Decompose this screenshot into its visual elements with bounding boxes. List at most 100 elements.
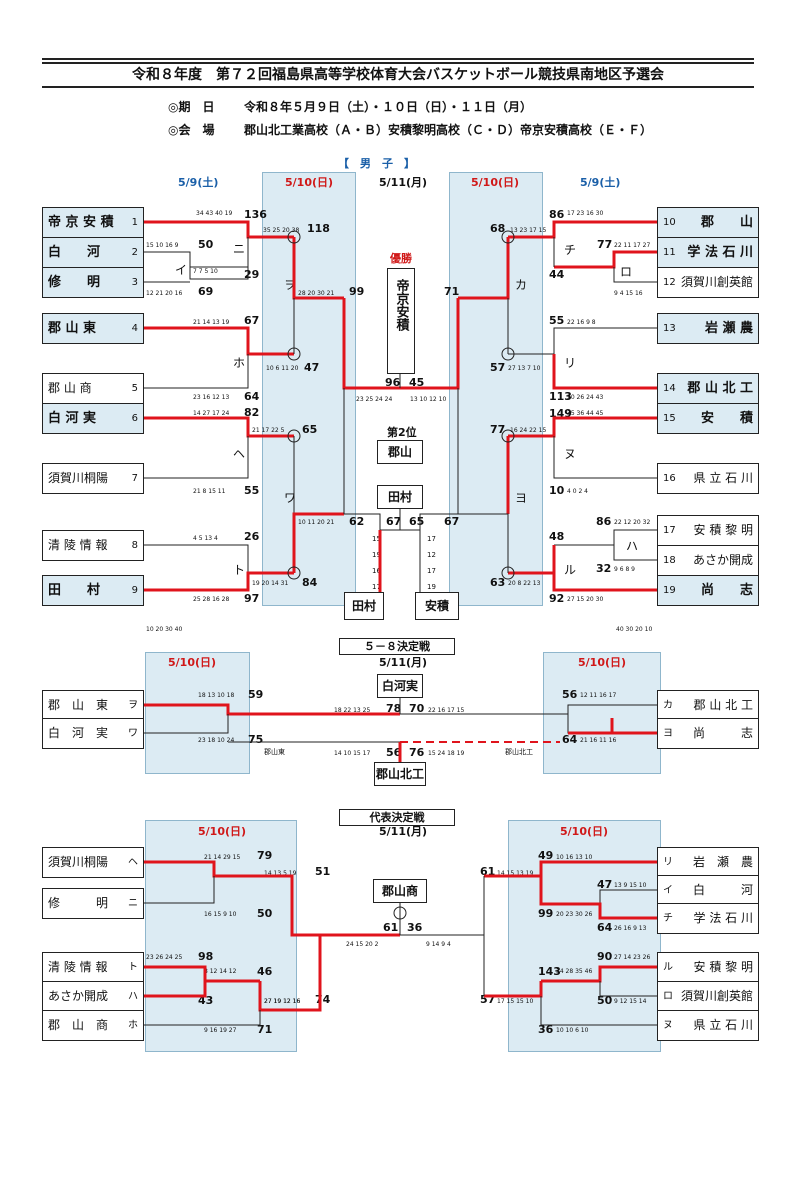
team-name: 須賀川桐陽 (48, 855, 109, 869)
bracket-line (260, 874, 320, 937)
team-name: 須賀川創英館 (680, 275, 753, 289)
q-10b: 13 23 17 15 (510, 227, 547, 234)
bracket-line (144, 416, 294, 438)
match-marker (287, 429, 301, 443)
s3-score-d: 98 (198, 950, 214, 963)
score-yo: 67 (444, 515, 460, 528)
date-d2-left: 5/10(日) (285, 176, 334, 189)
team-seed: ワ (128, 728, 138, 739)
bracket-line (400, 876, 485, 936)
q-7: 21 8 15 11 (193, 488, 226, 495)
team-seed: ニ (128, 898, 138, 909)
s2-q-h: 15 24 18 19 (428, 750, 465, 757)
q-15: 35 36 44 45 (567, 410, 604, 417)
match-label-ro: ロ (620, 265, 633, 279)
match-label-ru: ル (564, 563, 577, 577)
champion-name: 帝京安積 (393, 279, 409, 331)
q-wo: 28 20 30 21 (298, 290, 335, 297)
third-box-left: 田村 (344, 592, 384, 620)
q-wa: 10 11 20 21 (298, 519, 335, 526)
q-final-r: 13 10 12 10 (410, 396, 447, 403)
team-name: 田 村 (48, 583, 101, 598)
team-seed: 13 (663, 323, 676, 334)
score-5: 64 (244, 390, 260, 403)
team-seed: 9 (131, 585, 138, 596)
team-name: 白 河 実 (48, 726, 109, 740)
s2-q-d: 22 16 17 15 (428, 707, 465, 714)
team-seed: ル (663, 962, 673, 973)
bracket-line (508, 416, 657, 438)
score-6: 82 (244, 406, 260, 419)
s2-score-f: 64 (562, 733, 578, 746)
second-box: 郡山 (377, 440, 423, 464)
team-name: 須賀川桐陽 (48, 471, 109, 485)
bracket-line (508, 545, 556, 575)
match-label-ka: カ (515, 278, 528, 292)
bracket-line (258, 981, 292, 1012)
second-label: 第2位 (387, 426, 417, 439)
bracket-line (144, 251, 249, 280)
team-name: 須賀川創英館 (680, 989, 753, 1003)
bracket-line (190, 237, 249, 268)
bracket-line (552, 354, 657, 390)
s2-score-h: 76 (409, 746, 425, 759)
s3-left-team-4: 郡 山 商ホ (42, 1010, 144, 1041)
score-17b: 48 (549, 530, 565, 543)
date-d1-left: 5/9(土) (178, 176, 219, 189)
team-seed: 3 (131, 277, 138, 288)
s3-score-p: 90 (597, 950, 613, 963)
bracket-line (599, 981, 657, 997)
team-name: 清 陵 情 報 (48, 538, 108, 552)
score-wa: 62 (349, 515, 365, 528)
match-label-yo: ヨ (515, 491, 528, 505)
q-14b: 27 13 7 10 (508, 365, 541, 372)
score-13: 55 (549, 314, 565, 327)
s2-score-g: 56 (386, 746, 402, 759)
bracket-line (613, 545, 657, 561)
bracket-line (613, 267, 657, 283)
s3-score-j: 36 (407, 921, 423, 934)
q-9b: 19 20 14 31 (252, 580, 289, 587)
right-team-13: 岩 瀬 農 13 (657, 313, 759, 344)
q-12: 9 4 15 16 (614, 290, 643, 297)
s3-left-team-0: 須賀川桐陽ヘ (42, 847, 144, 878)
team-name: 岩 瀬 農 (704, 321, 753, 336)
team-name: 学 法 石 川 (693, 911, 753, 925)
q-19: 27 15 20 30 (567, 596, 604, 603)
gender-label: 【 男 子 】 (338, 157, 415, 170)
bracket-line (144, 354, 249, 389)
team-name: 白 河 (48, 245, 101, 260)
team-name: 郡 山 北 工 (687, 381, 753, 396)
date-d1-right: 5/9(土) (580, 176, 621, 189)
team-seed: カ (663, 700, 673, 711)
score-ka: 71 (444, 285, 460, 298)
team-name: 郡 山 東 (48, 698, 109, 712)
s3-left-team-3: あさか開成ハ (42, 981, 144, 1012)
q-18: 9 6 8 9 (614, 566, 635, 573)
s3-right-team-3: 安 積 黎 明ル (657, 952, 759, 983)
team-seed: 12 (663, 277, 676, 288)
bracket-line (552, 573, 657, 592)
s2-left-team-0: 郡 山 東ヲ (42, 690, 144, 721)
s2-score-c: 78 (386, 702, 402, 715)
match-marker (501, 347, 515, 361)
s2-left-team-1: 白 河 実ワ (42, 718, 144, 749)
venue-value: 郡山北工業高校（Ａ・Ｂ）安積黎明高校（Ｃ・Ｄ）帝京安積高校（Ｅ・Ｆ） (244, 123, 653, 137)
s3-title: 代表決定戦 (339, 809, 455, 826)
team-name: 安 積 (700, 411, 753, 426)
s3-q-p: 27 14 23 26 (614, 954, 651, 961)
score-semi-l: 67 (386, 515, 402, 528)
bracket-line (484, 981, 543, 998)
score-19: 92 (549, 592, 565, 605)
right-team-12: 須賀川創英館 12 (657, 267, 759, 298)
s2-sub-right: 郡山北工 (505, 748, 533, 756)
team-name: あさか開成 (692, 553, 753, 567)
